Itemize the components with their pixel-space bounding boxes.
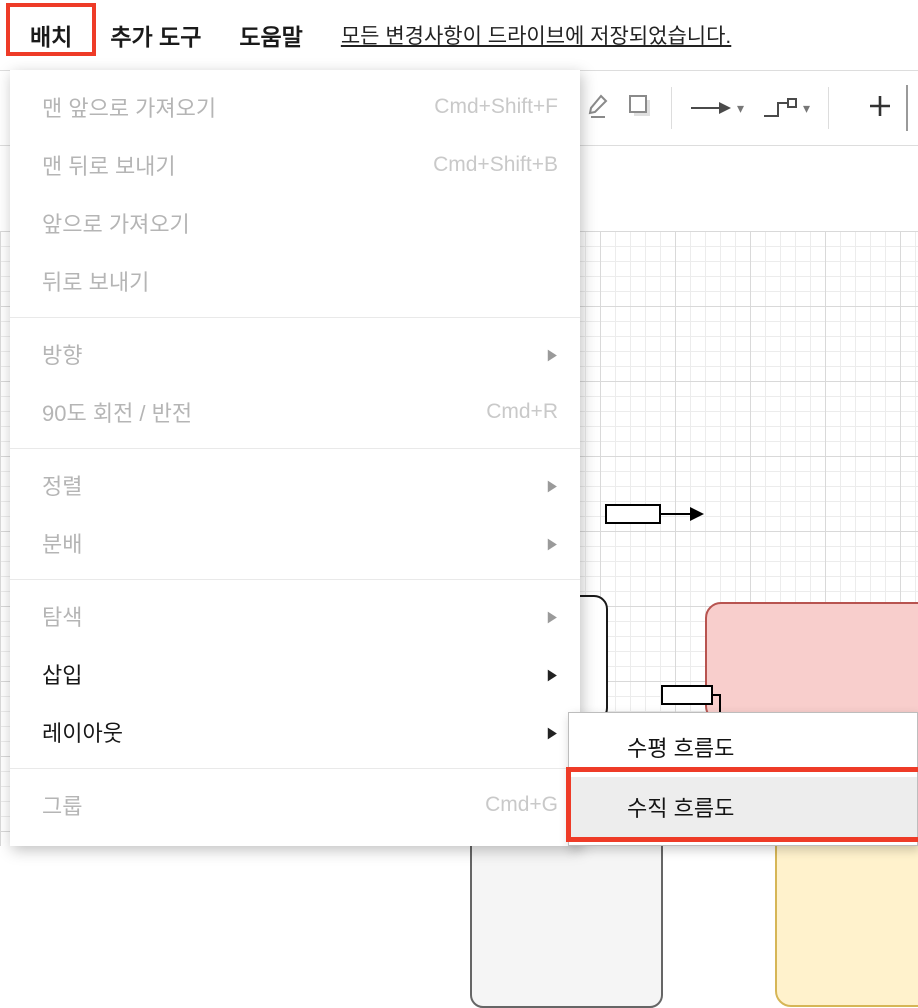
menu-item-insert[interactable]: 삽입 ▶ [42,663,558,688]
menu-extras[interactable]: 추가 도구 [94,8,217,62]
menu-separator [10,761,580,776]
plus-icon[interactable] [868,94,892,123]
shortcut-label: Cmd+R [486,400,558,423]
toolbar-right-group [868,85,908,131]
shape-shadow-icon[interactable] [627,93,653,124]
arrange-menu: 맨 앞으로 가져오기 Cmd+Shift+F 맨 뒤로 보내기 Cmd+Shif… [10,70,580,846]
waypoint-style-button[interactable]: ▾ [762,96,810,120]
shortcut-label: Cmd+Shift+F [434,95,558,118]
menu-item-direction: 방향 ▶ [42,343,558,368]
edge-white-to-red[interactable] [604,499,714,531]
menu-item-align: 정렬 ▶ [42,474,558,499]
connection-arrow-button[interactable]: ▾ [690,100,744,116]
elbow-connector-icon [764,98,798,117]
submenu-arrow-icon: ▶ [548,533,558,552]
flow-node-yellow[interactable] [775,822,918,1007]
menu-item-send-backward: 뒤로 보내기 [42,270,150,295]
chevron-down-icon: ▾ [737,100,745,116]
menu-item-send-to-back: 맨 뒤로 보내기 Cmd+Shift+B [42,153,558,179]
menu-separator [10,572,580,587]
menu-separator [10,310,580,325]
menu-item-bring-to-front: 맨 앞으로 가져오기 Cmd+Shift+F [42,95,558,121]
menu-item-group: 그룹 Cmd+G [42,793,558,819]
menu-arrange[interactable]: 배치 [14,8,88,62]
shortcut-label: Cmd+Shift+B [433,153,558,176]
submenu-arrow-icon: ▶ [548,664,558,683]
toolbar-divider [828,87,830,129]
submenu-arrow-icon: ▶ [548,606,558,625]
submenu-item-vertical-flow[interactable]: 수직 흐름도 [569,777,917,837]
chevron-down-icon: ▾ [803,100,811,116]
menubar: 배치 추가 도구 도움말 모든 변경사항이 드라이브에 저장되었습니다. [0,0,918,71]
menu-item-bring-forward: 앞으로 가져오기 [42,212,190,237]
menu-item-distribute: 분배 ▶ [42,532,558,557]
arrow-right-icon [691,102,731,114]
layout-submenu: 수평 흐름도 수직 흐름도 [568,712,918,846]
menu-item-rotate: 90도 회전 / 반전 Cmd+R [42,400,558,426]
menu-separator [10,441,580,456]
menu-help[interactable]: 도움말 [223,8,318,62]
menu-item-navigation: 탐색 ▶ [42,605,558,630]
pencil-icon[interactable] [587,93,609,124]
edge-gray-to-yellow[interactable] [661,682,731,718]
toolbar-divider [671,87,672,129]
submenu-arrow-icon: ▶ [548,344,558,363]
panel-edge-divider [906,85,908,131]
shortcut-label: Cmd+G [485,793,558,816]
toolbar-icons: ▾ ▾ [583,71,918,145]
submenu-arrow-icon: ▶ [548,722,558,741]
menu-item-layout[interactable]: 레이아웃 ▶ [42,721,558,746]
submenu-item-horizontal-flow[interactable]: 수평 흐름도 [627,736,735,761]
save-status-link[interactable]: 모든 변경사항이 드라이브에 저장되었습니다. [340,25,732,48]
flow-node-red[interactable] [705,602,918,722]
submenu-arrow-icon: ▶ [548,475,558,494]
